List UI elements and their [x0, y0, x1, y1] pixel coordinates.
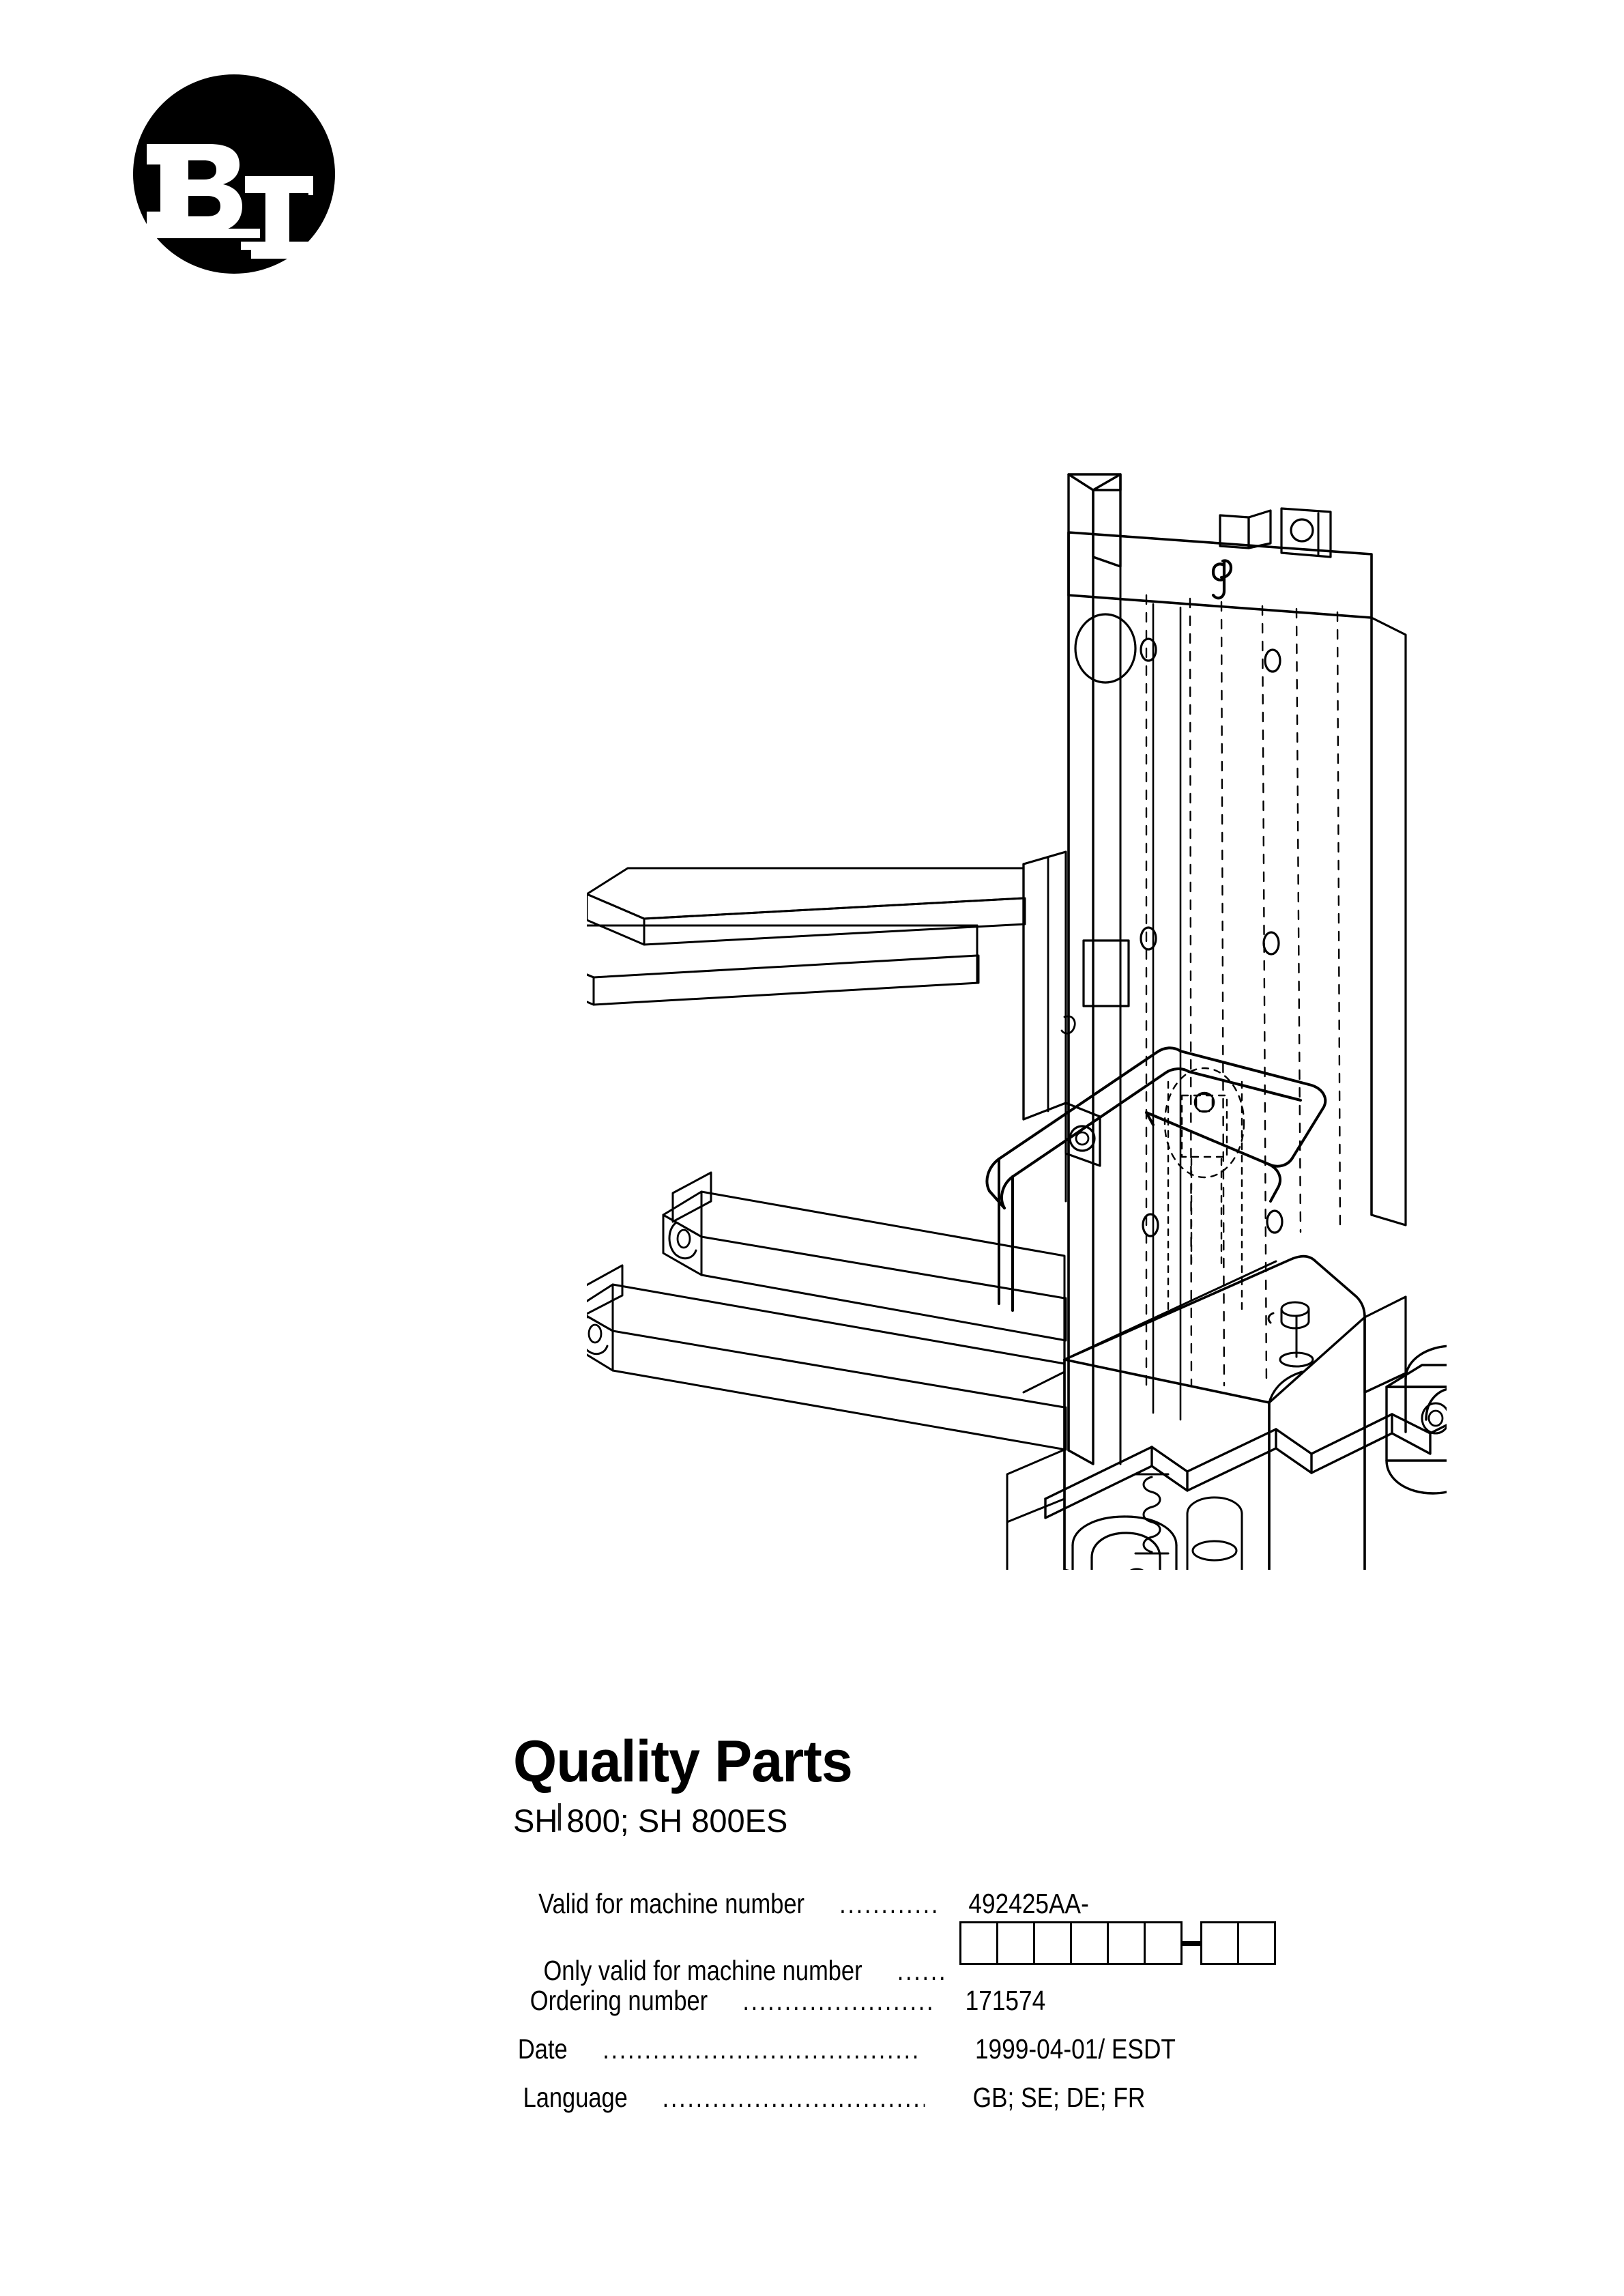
machine-number-box[interactable]: [959, 1921, 998, 1965]
tiller-handle: [985, 1046, 1327, 1312]
spec-label: Ordering number: [530, 1985, 708, 2016]
mast-foot-bracket: [1363, 1295, 1407, 1394]
page-title: Quality Parts: [513, 1729, 853, 1794]
spec-value: 1999-04-01/ ESDT: [974, 2033, 1176, 2065]
sprocket: [1193, 1091, 1215, 1113]
spec-value: 171574: [965, 1985, 1046, 2016]
machine-number-box[interactable]: [1144, 1921, 1183, 1965]
lift-chain: [1163, 1067, 1245, 1312]
spec-label-cell: Valid for machine number ...............…: [513, 1888, 950, 1920]
scan-artifact-mark: [558, 1803, 561, 1831]
spec-table: Valid for machine number ...............…: [513, 1888, 1427, 2130]
spec-value: 492425AA-: [968, 1888, 1089, 1919]
logo-letter-b: [147, 144, 242, 232]
logo-t-nick: [308, 176, 313, 195]
dot-leader: ........................................…: [602, 2033, 920, 2065]
straddle-legs: [573, 1171, 1067, 1451]
pallet-stacker-illustration: [534, 410, 1504, 1678]
machine-number-box[interactable]: [1107, 1921, 1146, 1965]
machine-number-prefix-boxes[interactable]: [959, 1921, 1183, 1965]
machine-number-input-boxes[interactable]: [950, 1921, 1373, 1965]
hook-marking: [1211, 559, 1233, 600]
spec-label: Only valid for machine number: [543, 1955, 862, 1986]
spec-value-cell: 492425AA-: [950, 1888, 1373, 1920]
spec-label-cell: Ordering number ........................…: [513, 1985, 950, 2017]
spec-label: Date: [517, 2033, 568, 2065]
pedal-linkage: [1161, 1496, 1286, 1639]
mast-assembly: [1067, 473, 1407, 1465]
bt-logo: [132, 74, 336, 274]
bt-logo-svg: [133, 74, 335, 274]
spec-row-language: Language ...............................…: [513, 2082, 1427, 2130]
mast-hole: [1074, 613, 1137, 684]
title-block: Quality Parts SH 800; SH 800ES: [513, 1732, 1414, 1837]
spec-value-cell: GB; SE; DE; FR: [950, 2082, 1373, 2114]
logo-underbar: [136, 229, 260, 238]
release-knob: [1267, 1301, 1314, 1368]
spec-label: Language: [523, 2082, 628, 2113]
dot-leader: ............: [897, 1955, 946, 1986]
dot-leader: ..................................: [742, 1985, 931, 2016]
hidden-lines: [1145, 594, 1342, 1387]
machine-number-box[interactable]: [1200, 1921, 1239, 1965]
dot-leader: ........................................…: [663, 2082, 925, 2113]
spec-label-cell: Date ...................................…: [513, 2033, 950, 2065]
machine-number-box[interactable]: [996, 1921, 1035, 1965]
spec-label-cell: Language ...............................…: [513, 2082, 950, 2114]
spec-row-only-valid-for-machine-number: Only valid for machine number ..........…: [513, 1921, 1427, 1987]
spec-row-ordering-number: Ordering number ........................…: [513, 1985, 1427, 2033]
machine-number-box[interactable]: [1237, 1921, 1276, 1965]
spec-value: GB; SE; DE; FR: [972, 2082, 1146, 2113]
stabiliser-wheel-right: [1385, 1345, 1504, 1495]
pallet-stacker-drawing: [534, 473, 1504, 1678]
machine-number-box[interactable]: [1070, 1921, 1109, 1965]
spec-label: Valid for machine number: [538, 1888, 805, 1919]
machine-number-suffix-boxes[interactable]: [1200, 1921, 1276, 1965]
logo-underbar-right: [241, 242, 313, 250]
forks: [534, 850, 1101, 1203]
spec-value-cell: [950, 1921, 1373, 1980]
machine-number-dash: [1183, 1940, 1200, 1946]
page-subtitle-text: SH 800; SH 800ES: [513, 1803, 788, 1839]
spec-row-valid-for-machine-number: Valid for machine number ...............…: [513, 1888, 1427, 1936]
logo-letter-t: [245, 176, 310, 259]
page-subtitle: SH 800; SH 800ES: [513, 1803, 1414, 1839]
spec-label-cell: Only valid for machine number ..........…: [513, 1955, 950, 1987]
spec-value-cell: 171574: [950, 1985, 1373, 2017]
dot-leader: .....................: [839, 1888, 940, 1919]
spec-value-cell: 1999-04-01/ ESDT: [950, 2033, 1373, 2065]
battery-box: [1063, 1254, 1366, 1612]
machine-number-box[interactable]: [1033, 1921, 1072, 1965]
drive-wheel-left: [1071, 1515, 1178, 1678]
mast-window: [1082, 939, 1130, 1007]
spec-row-date: Date ...................................…: [513, 2033, 1427, 2082]
